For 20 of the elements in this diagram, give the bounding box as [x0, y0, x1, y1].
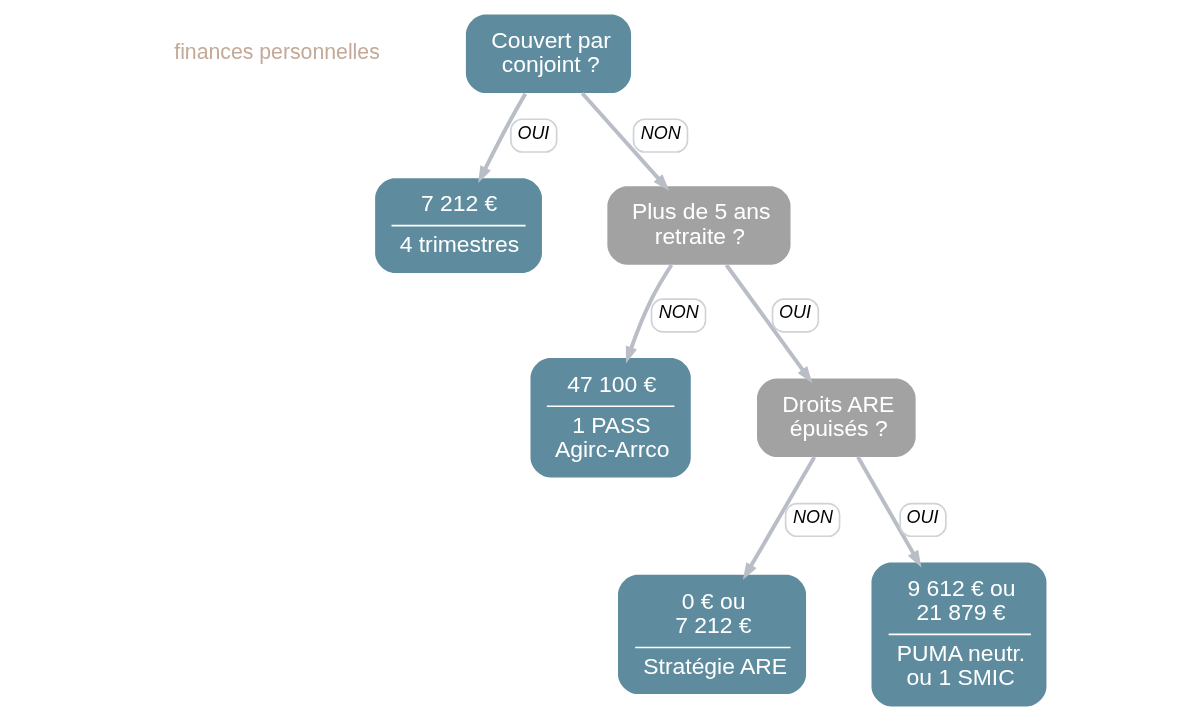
- arrow: [724, 263, 813, 384]
- node-box: 0 € ou 7 212 € Stratégie ARE: [618, 574, 807, 695]
- node-box: 7 212 € 4 trimestres: [375, 178, 542, 273]
- edge-label: OUI: [906, 506, 939, 527]
- node-box: Plus de 5 ans retraite ?: [607, 186, 791, 265]
- node-box: Droits ARE épuisés ?: [757, 378, 916, 457]
- node-box: Couvert par conjoint ?: [465, 14, 632, 94]
- arrow: [856, 456, 922, 568]
- label: finances personnelles: [174, 40, 380, 65]
- edge-label: NON: [658, 302, 699, 323]
- node-box: 47 100 € 1 PASS Agirc-Arrco: [530, 358, 691, 478]
- arrow: [478, 92, 528, 184]
- edge-label: NON: [640, 122, 681, 143]
- edge-label: OUI: [779, 302, 812, 323]
- arrow: [580, 92, 670, 191]
- arrow: [625, 263, 674, 364]
- edge-label: OUI: [517, 122, 550, 143]
- edge-label: NON: [792, 506, 833, 527]
- arrow: [742, 456, 817, 580]
- node-box: 9 612 € ou 21 879 € PUMA neutr. ou 1 SMIC: [871, 562, 1047, 707]
